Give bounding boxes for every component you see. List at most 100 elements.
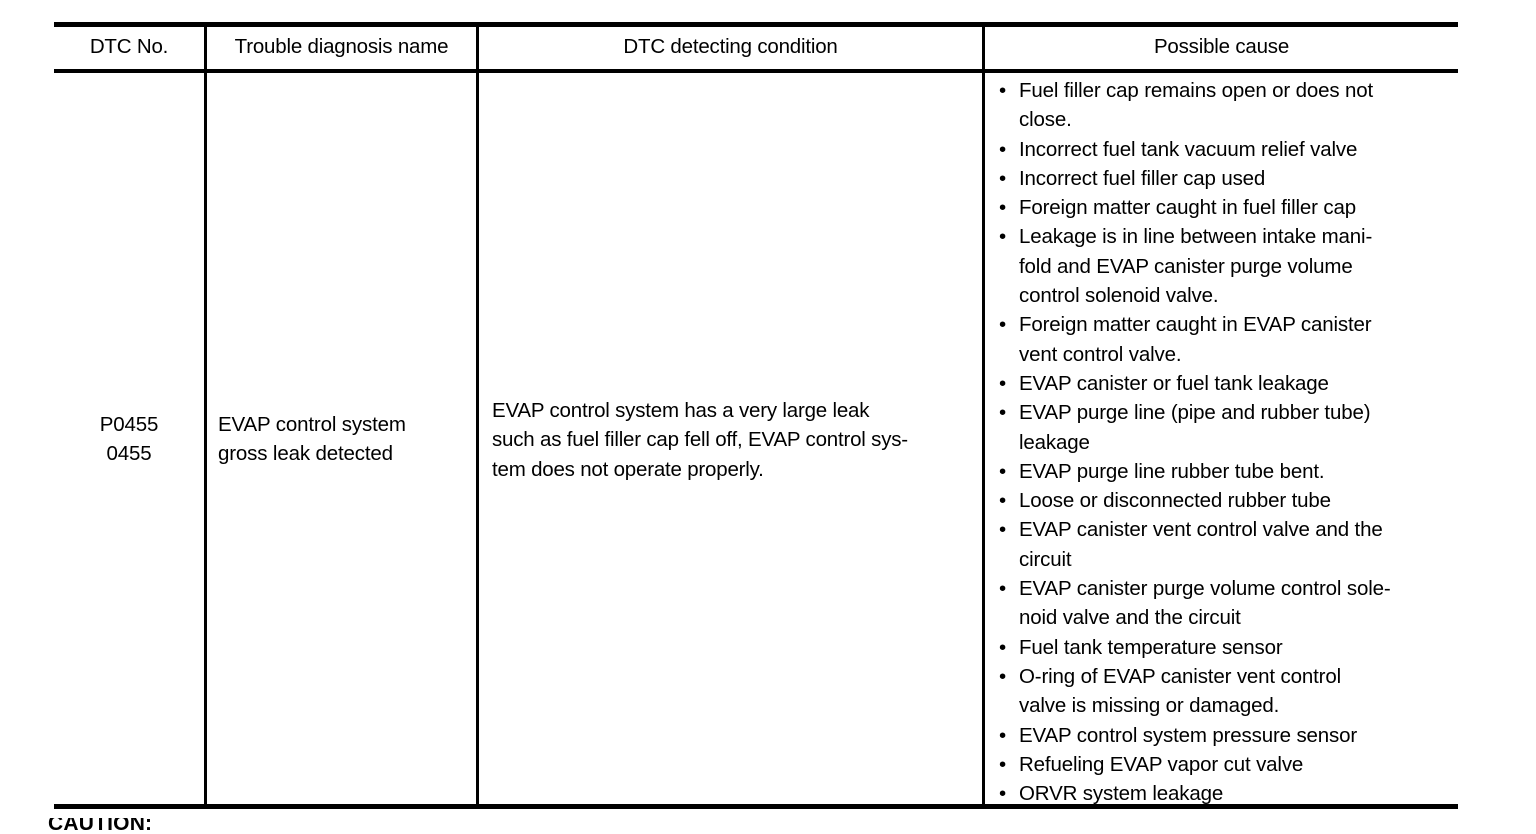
possible-cause-item: • EVAP purge line (pipe and rubber tube) l… — [998, 398, 1458, 457]
bullet-icon: • — [999, 371, 1007, 395]
possible-cause-item-text: EVAP purge line (pipe and rubber tube) le… — [1019, 398, 1458, 457]
possible-cause-item: • O-ring of EVAP canister vent control val… — [998, 662, 1458, 721]
possible-cause-item: • Foreign matter caught in fuel filler ca… — [998, 193, 1458, 222]
possible-cause-item: • Incorrect fuel filler cap used — [998, 164, 1458, 193]
possible-cause-item-text: Loose or disconnected rubber tube — [1019, 486, 1458, 515]
possible-cause-item-line: valve is missing or damaged. — [1019, 694, 1280, 718]
possible-cause-item-line: Fuel tank temperature sensor — [1019, 635, 1283, 659]
possible-cause-item-text: Foreign matter caught in EVAP canister ve… — [1019, 310, 1458, 369]
possible-cause-item: • Refueling EVAP vapor cut valve — [998, 750, 1458, 779]
table-header-dtc-no: DTC No. — [89, 35, 169, 58]
possible-cause-item-text: Fuel filler cap remains open or does not… — [1019, 76, 1458, 135]
table-bottom-rule — [54, 804, 1458, 809]
possible-cause-item: • ORVR system leakage — [998, 779, 1458, 808]
cell-dtc-detecting-condition: EVAP control system has a very large lea… — [492, 396, 978, 484]
bullet-icon: • — [999, 664, 1007, 688]
column-divider-1 — [204, 22, 207, 808]
cell-trouble-diagnosis-name: EVAP control system gross leak detected — [218, 410, 474, 469]
possible-cause-item-text: Fuel tank temperature sensor — [1019, 633, 1458, 662]
possible-cause-item: • Loose or disconnected rubber tube — [998, 486, 1458, 515]
possible-cause-item-text: EVAP control system pressure sensor — [1019, 721, 1458, 750]
possible-cause-item: • Leakage is in line between intake mani-… — [998, 222, 1458, 310]
bullet-icon: • — [999, 459, 1007, 483]
possible-cause-item-text: EVAP canister or fuel tank leakage — [1019, 369, 1458, 398]
table-header-possible-cause: Possible cause — [1153, 35, 1290, 58]
bullet-icon: • — [999, 137, 1007, 161]
possible-cause-item: • Fuel tank temperature sensor — [998, 633, 1458, 662]
possible-cause-item: • Incorrect fuel tank vacuum relief valve — [998, 135, 1458, 164]
possible-cause-item-line: noid valve and the circuit — [1019, 606, 1241, 630]
possible-cause-item-line: Fuel filler cap remains open or does not — [1019, 79, 1374, 102]
possible-cause-item-text: EVAP canister vent control valve and the… — [1019, 515, 1458, 574]
possible-cause-item-line: EVAP purge line rubber tube bent. — [1019, 459, 1325, 483]
possible-cause-item: • EVAP canister vent control valve and th… — [998, 515, 1458, 574]
cell-dtc-no: P0455 0455 — [54, 410, 204, 469]
possible-cause-item-line: Incorrect fuel filler cap used — [1019, 166, 1266, 190]
possible-cause-item: • EVAP purge line rubber tube bent. — [998, 457, 1458, 486]
bullet-icon: • — [999, 752, 1007, 776]
dtc-detecting-condition-line: such as fuel filler cap fell off, EVAP c… — [492, 428, 908, 452]
column-divider-2 — [476, 22, 479, 808]
dtc-no-line: 0455 — [106, 442, 152, 466]
table-header-trouble-diagnosis-name: Trouble diagnosis name — [234, 35, 449, 58]
possible-cause-item-text: Leakage is in line between intake mani-f… — [1019, 222, 1458, 310]
possible-cause-item-line: Loose or disconnected rubber tube — [1019, 489, 1331, 513]
table-header-dtc-detecting-condition: DTC detecting condition — [623, 35, 838, 58]
trouble-diagnosis-name-line: gross leak detected — [218, 442, 393, 466]
possible-cause-item-line: Foreign matter caught in EVAP canister — [1019, 313, 1372, 337]
bullet-icon: • — [999, 723, 1007, 747]
bullet-icon: • — [999, 313, 1007, 337]
possible-cause-list: • Fuel filler cap remains open or does no… — [998, 76, 1458, 808]
bullet-icon: • — [999, 166, 1007, 190]
dtc-detecting-condition-line: EVAP control system has a very large lea… — [492, 399, 870, 422]
possible-cause-item: • EVAP control system pressure sensor — [998, 721, 1458, 750]
possible-cause-item-line: Leakage is in line between intake mani- — [1019, 225, 1373, 249]
possible-cause-item-line: EVAP canister or fuel tank leakage — [1019, 371, 1329, 395]
bullet-icon: • — [999, 79, 1007, 102]
possible-cause-item-line: Foreign matter caught in fuel filler cap — [1019, 196, 1356, 220]
possible-cause-item-line: EVAP purge line (pipe and rubber tube) — [1019, 401, 1371, 425]
bullet-icon: • — [999, 489, 1007, 513]
bullet-icon: • — [999, 577, 1007, 601]
possible-cause-item-text: EVAP canister purge volume control sole-… — [1019, 574, 1458, 633]
possible-cause-item-text: EVAP purge line rubber tube bent. — [1019, 457, 1458, 486]
caution-label: CAUTION: — [48, 818, 153, 834]
possible-cause-item-line: Refueling EVAP vapor cut valve — [1019, 752, 1304, 776]
possible-cause-item-line: Incorrect fuel tank vacuum relief valve — [1019, 137, 1358, 161]
possible-cause-item-line: leakage — [1019, 430, 1090, 454]
dtc-detecting-condition-line: tem does not operate properly. — [492, 457, 764, 481]
column-divider-3 — [982, 22, 985, 808]
possible-cause-item-text: Refueling EVAP vapor cut valve — [1019, 750, 1458, 779]
possible-cause-item-line: O-ring of EVAP canister vent control — [1019, 664, 1341, 688]
cell-possible-cause: • Fuel filler cap remains open or does no… — [998, 76, 1458, 808]
bullet-icon: • — [999, 401, 1007, 425]
possible-cause-item-text: Incorrect fuel filler cap used — [1019, 164, 1458, 193]
trouble-diagnosis-name-line: EVAP control system — [218, 413, 406, 436]
bullet-icon: • — [999, 635, 1007, 659]
caution-clip: CAUTION: — [48, 818, 348, 834]
possible-cause-item-line: control solenoid valve. — [1019, 284, 1219, 308]
possible-cause-item-text: ORVR system leakage — [1019, 779, 1458, 808]
possible-cause-item-line: close. — [1019, 108, 1072, 132]
bullet-icon: • — [999, 518, 1007, 542]
possible-cause-item-line: EVAP canister vent control valve and the — [1019, 518, 1383, 542]
possible-cause-item: • Fuel filler cap remains open or does no… — [998, 76, 1458, 135]
possible-cause-item: • EVAP canister or fuel tank leakage — [998, 369, 1458, 398]
bullet-icon: • — [999, 225, 1007, 249]
possible-cause-item-line: circuit — [1019, 547, 1072, 571]
possible-cause-item: • Foreign matter caught in EVAP canister v… — [998, 310, 1458, 369]
possible-cause-item-line: fold and EVAP canister purge volume — [1019, 254, 1353, 278]
possible-cause-item-line: vent control valve. — [1019, 342, 1182, 366]
dtc-no-line: P0455 — [99, 413, 159, 436]
bullet-icon: • — [999, 196, 1007, 220]
possible-cause-item-line: EVAP control system pressure sensor — [1019, 723, 1358, 747]
bullet-icon: • — [999, 782, 1007, 806]
possible-cause-item-text: O-ring of EVAP canister vent control valv… — [1019, 662, 1458, 721]
possible-cause-item-text: Foreign matter caught in fuel filler cap — [1019, 193, 1458, 222]
possible-cause-item-line: ORVR system leakage — [1019, 782, 1224, 806]
table-header-rule — [54, 69, 1458, 73]
possible-cause-item-line: EVAP canister purge volume control sole- — [1019, 577, 1391, 601]
table-top-rule — [54, 22, 1458, 27]
possible-cause-item-text: Incorrect fuel tank vacuum relief valve — [1019, 135, 1458, 164]
